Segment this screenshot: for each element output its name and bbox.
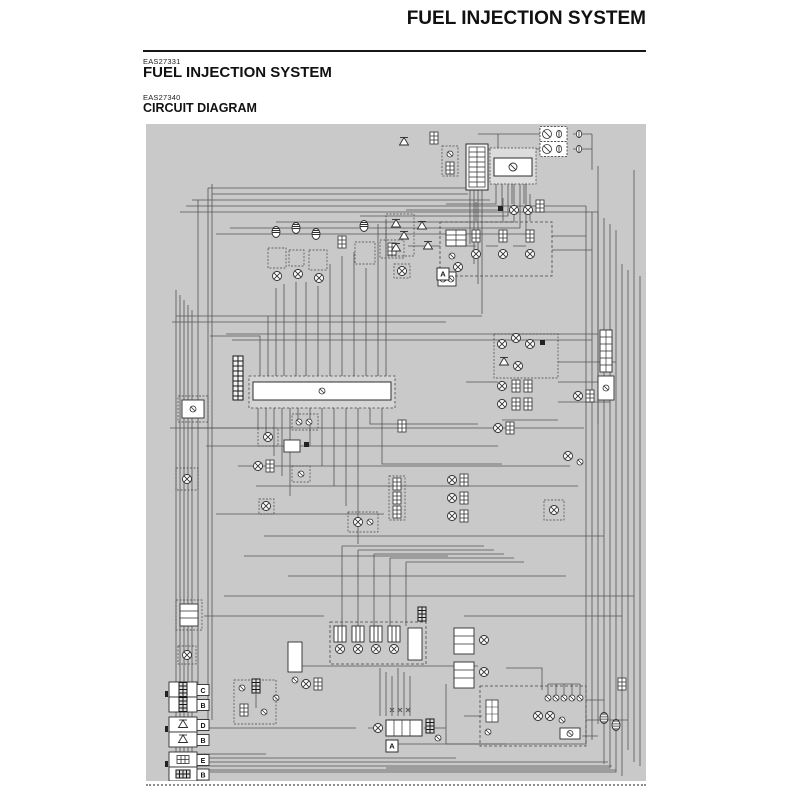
o2-sensor-boxes: [453, 627, 489, 689]
wires-injector-feeds: [341, 545, 524, 626]
joint-coupler: [417, 606, 427, 622]
section-code: EAS27331: [143, 57, 181, 66]
section-title: FUEL INJECTION SYSTEM: [143, 64, 332, 81]
frame-label-a-2: A: [385, 739, 399, 753]
fuel-injector-4: [387, 625, 401, 654]
meter-assembly: [479, 685, 587, 747]
main-relay: [489, 147, 537, 185]
sidestand-switch: [175, 467, 199, 491]
neutral-switch: [177, 645, 197, 665]
sensor-pair-column: [447, 421, 515, 523]
legend-item: B: [168, 696, 210, 713]
page-bottom-dotted-rule: [146, 784, 646, 786]
diode: [399, 137, 409, 146]
relay-output-joints: [498, 199, 545, 215]
fuel-injector-1: [333, 625, 347, 654]
diagnostic-connector: [441, 145, 459, 177]
wires-ecu-top-pins: [210, 220, 387, 377]
joint-connector: [429, 131, 439, 145]
ignition-coil-assembly: A: [436, 221, 553, 281]
wires-right-bundle: [210, 166, 641, 776]
ignition-coil-2: [498, 229, 508, 259]
ecu-main-connector: [232, 355, 244, 401]
fuel-injector-3: [369, 625, 383, 654]
legend-letter: C: [200, 688, 205, 695]
right-edge-connector: [597, 329, 615, 401]
legend-letter: B: [200, 738, 205, 745]
sensor-cluster-2: [253, 459, 311, 483]
fuel-pump-relay: [177, 395, 209, 423]
circuit-diagram-panel: A: [146, 124, 646, 782]
inline-label-a-2: A: [389, 742, 395, 751]
legend-letter: B: [200, 773, 205, 780]
ecu-coupler-connector: [465, 143, 489, 191]
fuel-injector-assembly: [329, 621, 427, 665]
throttle-body-couplers: [388, 419, 407, 521]
right-sensor-cluster: [493, 333, 559, 379]
wire-splice-marks: [389, 707, 411, 713]
header-rule: [143, 50, 646, 52]
legend-letter: B: [200, 703, 205, 710]
running-header: FUEL INJECTION SYSTEM: [406, 8, 646, 29]
legend-item: C: [168, 681, 210, 698]
fuel-pump-unit: [272, 641, 323, 702]
legend-item: B: [168, 731, 210, 748]
ignition-coil-1: [471, 229, 481, 259]
starter-motor-box: A: [373, 718, 442, 753]
legend-letter: E: [201, 758, 206, 765]
fuel-injector-2: [351, 625, 365, 654]
coil-grid-rows: [497, 379, 533, 411]
subsection-title: CIRCUIT DIAGRAM: [143, 101, 257, 115]
subsection-code: EAS27340: [143, 93, 181, 102]
wires-right-mid: [466, 361, 616, 421]
sensor-cluster-1: [257, 427, 309, 453]
sensor-coupler: [379, 239, 411, 279]
ignition-coil-3: [525, 229, 535, 259]
right-small-pairs: [543, 389, 595, 521]
lean-angle-sensor: [175, 599, 203, 631]
legend-item: E: [168, 751, 210, 768]
frame-label-a-1: A: [436, 267, 450, 281]
legend-item: B: [168, 766, 210, 782]
legend: C B D: [165, 681, 210, 782]
circuit-diagram: A: [165, 126, 641, 782]
legend-item: D: [168, 716, 210, 733]
legend-letter: D: [200, 723, 205, 730]
legend-side-cluster: [233, 678, 277, 725]
sensor-cluster-3: [258, 498, 379, 533]
wires-top-bundle: [180, 184, 599, 729]
diode-block: [385, 213, 433, 257]
wires-mid-horizontals: [170, 315, 634, 667]
inline-label-a-1: A: [440, 270, 446, 279]
handlebar-switches: [267, 220, 376, 283]
ecu: [248, 375, 396, 409]
